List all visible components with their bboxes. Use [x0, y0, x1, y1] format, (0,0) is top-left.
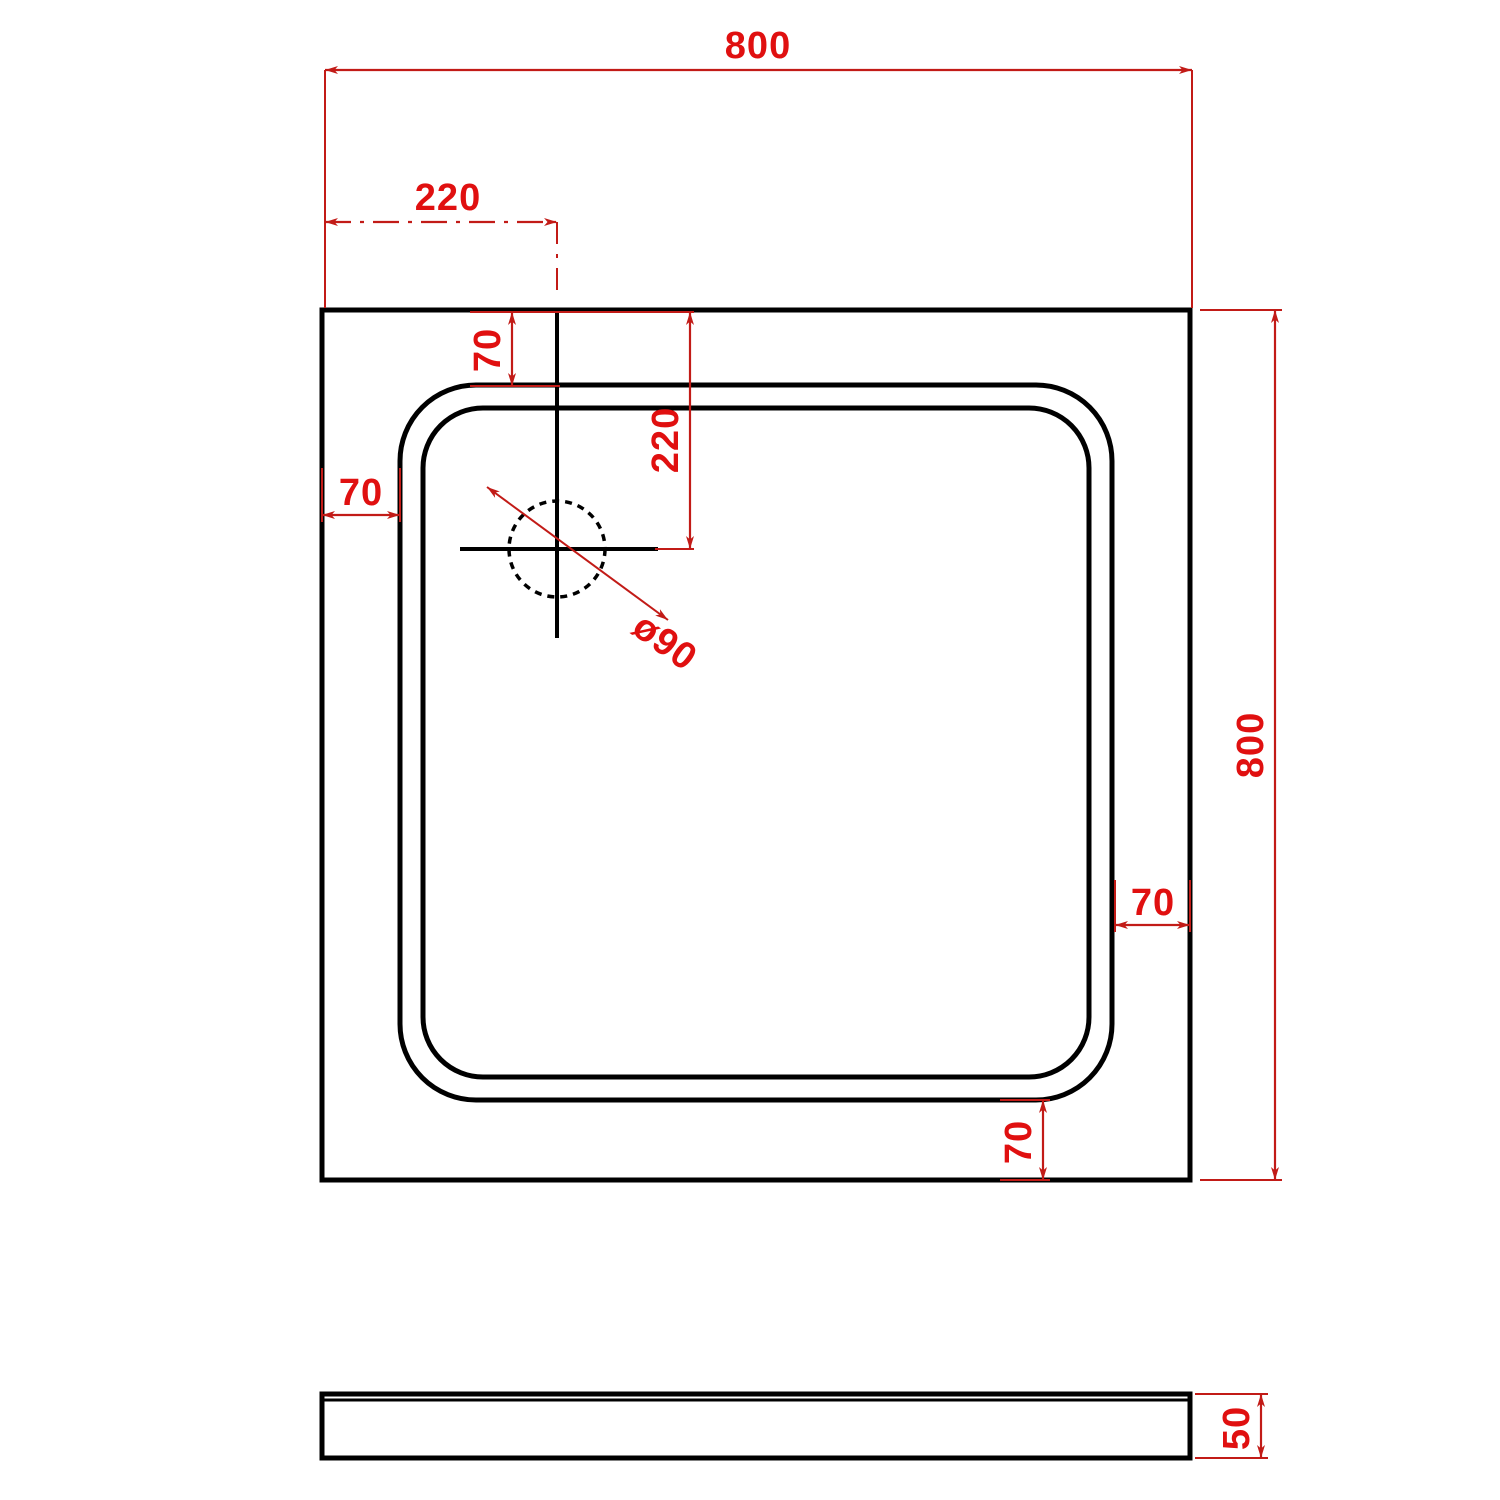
side-section-geometry [319, 1391, 1193, 1461]
dimension-label-drain-offset-y: 220 [645, 407, 687, 473]
dimension-label-left-inset: 70 [339, 472, 383, 514]
dimension-label-top-inset: 70 [467, 328, 509, 372]
plan-view-geometry [319, 307, 1193, 1183]
dimension-drain-offset-x: 220 [325, 177, 558, 290]
drain-diameter-leader [486, 486, 669, 621]
dimension-label-top-width: 800 [725, 25, 791, 67]
dimension-left-inset: 70 [321, 468, 401, 522]
dimension-label-right-height: 800 [1230, 712, 1272, 778]
dimension-right-height: 800 [1200, 309, 1282, 1181]
dimension-top-inset: 70 [467, 311, 560, 387]
dimension-label-section-thickness: 50 [1216, 1406, 1258, 1450]
dimension-top-width: 800 [324, 25, 1193, 308]
dimension-drain-offset-y: 220 [557, 311, 694, 550]
dimension-label-right-inset: 70 [1131, 882, 1175, 924]
dimension-right-inset: 70 [1114, 880, 1191, 932]
dimension-label-drain-offset-x: 220 [415, 177, 481, 219]
basin-inner-edge [420, 405, 1092, 1080]
dimension-label-bottom-inset: 70 [998, 1120, 1040, 1164]
section-body-outline [319, 1391, 1193, 1461]
drain-diameter-label: ø90 [625, 605, 705, 679]
dimension-section-thickness: 50 [1195, 1393, 1268, 1459]
dimension-bottom-inset: 70 [998, 1099, 1050, 1181]
tray-outer-outline [319, 307, 1193, 1183]
basin-outer-edge [397, 382, 1115, 1103]
